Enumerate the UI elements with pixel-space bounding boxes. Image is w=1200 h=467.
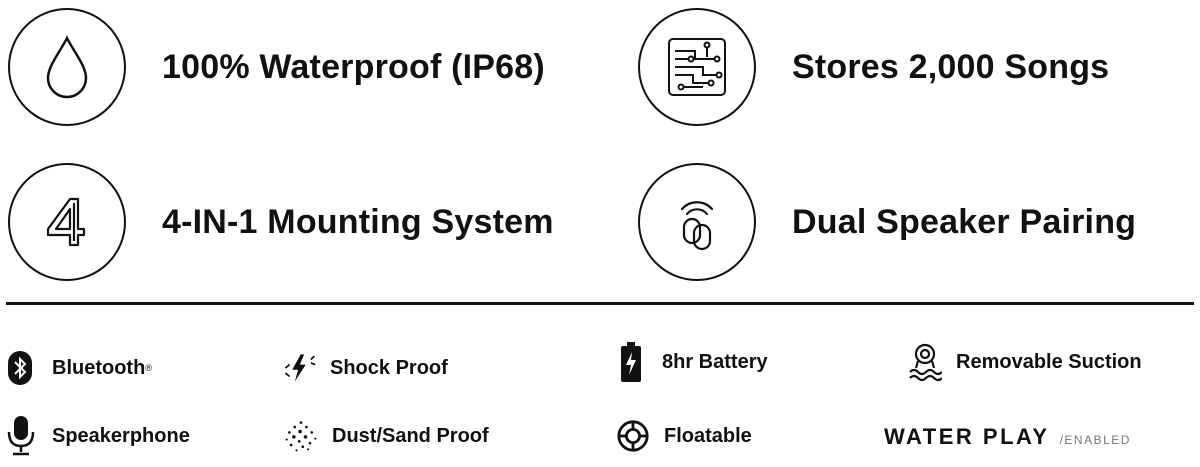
spec-dust-sand-proof: Dust/Sand Proof [284,416,489,456]
shock-icon [282,348,316,388]
spec-shock-proof: Shock Proof [282,348,448,388]
spec-battery: 8hr Battery [614,342,768,382]
spec-floatable: Floatable [616,416,752,456]
spec-removable-suction: Removable Suction [908,342,1142,382]
water-play-enabled-text: /ENABLED [1059,433,1131,447]
battery-icon [614,342,648,382]
feature-label: 4-IN-1 Mounting System [162,202,554,241]
water-play-logo: WATER PLAY /ENABLED [884,424,1131,450]
feature-label: Stores 2,000 Songs [792,47,1110,86]
circuit-chip-icon [638,8,756,126]
dust-icon [284,416,318,456]
water-drop-icon [8,8,126,126]
spec-label: Floatable [664,424,752,447]
spec-label: Speakerphone [52,424,190,447]
feature-label: Dual Speaker Pairing [792,202,1137,241]
feature-dual-pairing: Dual Speaker Pairing [638,163,1136,281]
water-play-text: WATER PLAY [884,424,1050,449]
spec-label: Dust/Sand Proof [332,424,489,447]
spec-bluetooth: Bluetooth® [4,348,152,388]
spec-label: Bluetooth [52,356,146,379]
speaker-pairing-icon [638,163,756,281]
spec-label: Shock Proof [330,356,448,379]
spec-label: Removable Suction [956,350,1142,373]
spec-speakerphone: Speakerphone [4,416,190,456]
life-ring-icon [616,416,650,456]
feature-storage: Stores 2,000 Songs [638,8,1109,126]
feature-mounting: 4-IN-1 Mounting System [8,163,554,281]
registered-mark: ® [145,363,152,373]
bluetooth-icon [4,348,38,388]
feature-waterproof: 100% Waterproof (IP68) [8,8,545,126]
feature-label: 100% Waterproof (IP68) [162,47,545,86]
section-divider [6,302,1194,305]
suction-cup-icon [908,342,942,382]
microphone-icon [4,416,38,456]
spec-label: 8hr Battery [662,350,768,373]
number-four-icon [8,163,126,281]
